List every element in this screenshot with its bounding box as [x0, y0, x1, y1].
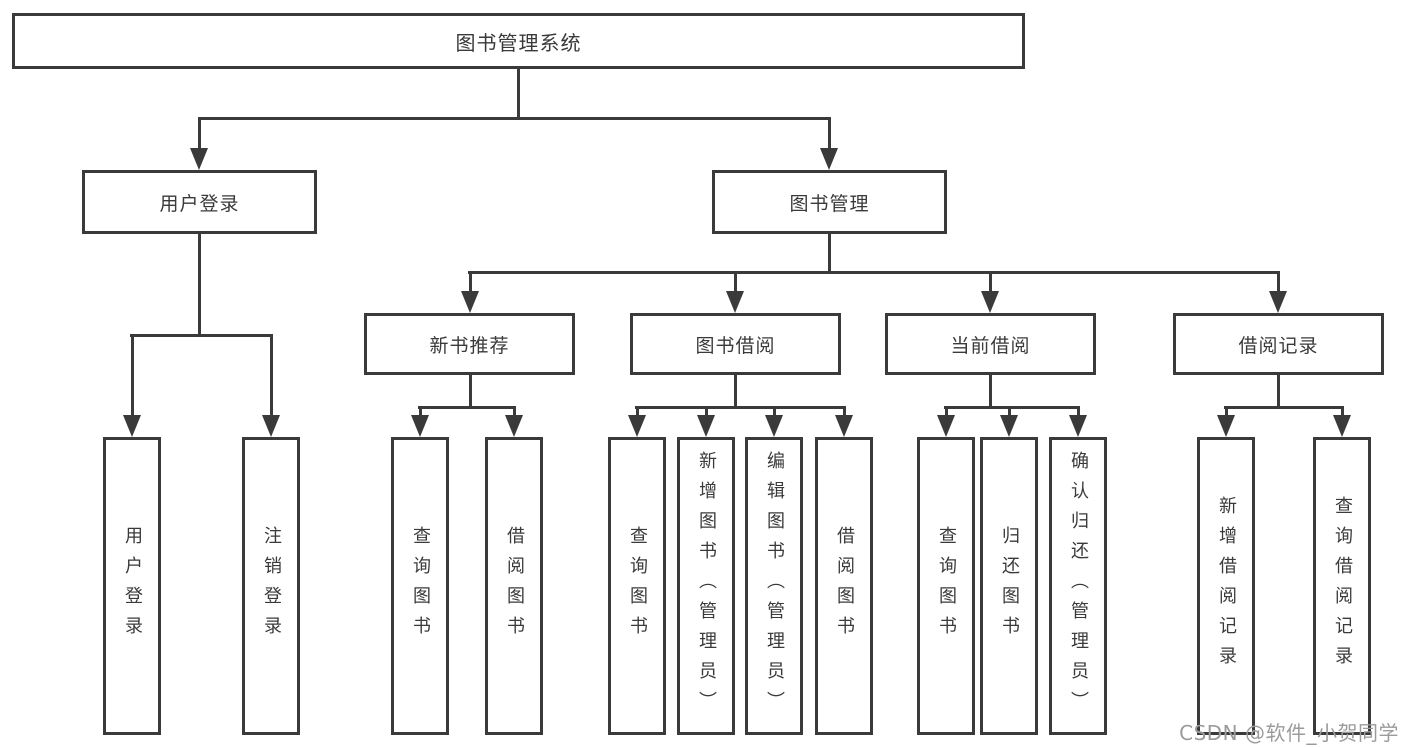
- arrow-down-icon: [1069, 415, 1087, 437]
- connector-line-vertical: [704, 406, 708, 418]
- arrow-down-icon: [835, 415, 853, 437]
- arrow-down-icon: [1217, 415, 1235, 437]
- node-leaf-add-borrow-record: 新增借阅记录: [1197, 437, 1255, 735]
- connector-line-vertical: [988, 271, 992, 295]
- node-label: 图书管理: [789, 192, 870, 215]
- node-label: 用户登录: [159, 192, 240, 215]
- node-label: 编辑图书（管理员）: [764, 451, 785, 721]
- connector-line-vertical: [944, 406, 948, 418]
- node-leaf-borrow-book-recommend: 借阅图书: [485, 437, 543, 735]
- arrow-down-icon: [123, 415, 141, 437]
- arrow-down-icon: [628, 415, 646, 437]
- connector-line-vertical: [418, 406, 422, 418]
- node-label: 新增借阅记录: [1216, 496, 1237, 676]
- connector-line-vertical: [1224, 406, 1228, 418]
- connector-line-vertical: [1277, 271, 1280, 295]
- node-label: 借阅图书: [504, 526, 525, 646]
- node-book-management: 图书管理: [712, 170, 947, 234]
- arrow-down-icon: [726, 291, 744, 313]
- node-label: 借阅记录: [1238, 334, 1319, 357]
- node-leaf-confirm-return-admin: 确认归还（管理员）: [1049, 437, 1107, 735]
- connector-line-vertical: [468, 375, 472, 409]
- connector-line-vertical: [988, 375, 992, 409]
- connector-line-vertical: [842, 406, 846, 418]
- arrow-down-icon: [937, 415, 955, 437]
- watermark: CSDN @软件_小贺同学: [1179, 721, 1399, 745]
- node-root-system: 图书管理系统: [12, 13, 1025, 69]
- node-label: 图书借阅: [695, 334, 776, 357]
- connector-line-horizontal: [468, 271, 1280, 274]
- node-borrow-records: 借阅记录: [1173, 313, 1384, 375]
- connector-line-vertical: [1277, 375, 1280, 409]
- node-book-borrow: 图书借阅: [630, 313, 841, 375]
- node-label: 用户登录: [122, 526, 143, 646]
- node-leaf-query-book-borrow: 查询图书: [608, 437, 666, 735]
- arrow-down-icon: [262, 415, 280, 437]
- connector-line-vertical: [517, 69, 520, 119]
- arrow-down-icon: [820, 148, 838, 170]
- node-label: 查询图书: [627, 526, 648, 646]
- connector-line-vertical: [468, 271, 472, 295]
- node-label: 查询图书: [936, 526, 957, 646]
- connector-line-vertical: [733, 375, 737, 409]
- node-leaf-query-book-recommend: 查询图书: [391, 437, 449, 735]
- node-label: 新增图书（管理员）: [696, 451, 717, 721]
- connector-line-horizontal: [1224, 406, 1344, 409]
- node-label: 图书管理系统: [455, 30, 582, 55]
- connector-line-vertical: [269, 334, 273, 419]
- node-current-borrow: 当前借阅: [885, 313, 1096, 375]
- connector-line-vertical: [733, 271, 737, 295]
- node-leaf-query-borrow-record: 查询借阅记录: [1313, 437, 1371, 735]
- arrow-down-icon: [1333, 415, 1351, 437]
- connector-line-vertical: [1340, 406, 1344, 418]
- arrow-down-icon: [1000, 415, 1018, 437]
- node-label: 归还图书: [999, 526, 1020, 646]
- connector-line-vertical: [827, 234, 831, 274]
- node-leaf-logout: 注销登录: [242, 437, 300, 735]
- connector-line-vertical: [827, 117, 831, 154]
- arrow-down-icon: [1269, 291, 1287, 313]
- connector-line-vertical: [130, 334, 134, 419]
- node-label: 查询借阅记录: [1332, 496, 1353, 676]
- node-label: 新书推荐: [429, 334, 510, 357]
- connector-line-vertical: [772, 406, 776, 418]
- node-label: 注销登录: [261, 526, 282, 646]
- connector-line-horizontal: [418, 406, 516, 409]
- node-label: 查询图书: [410, 526, 431, 646]
- connector-line-vertical: [1007, 406, 1011, 418]
- connector-line-vertical: [1076, 406, 1080, 418]
- node-leaf-user-login: 用户登录: [103, 437, 161, 735]
- node-leaf-return-book: 归还图书: [980, 437, 1038, 735]
- node-label: 借阅图书: [834, 526, 855, 646]
- arrow-down-icon: [190, 148, 208, 170]
- connector-line-vertical: [197, 117, 201, 154]
- connector-line-horizontal: [130, 334, 273, 337]
- node-label: 当前借阅: [950, 334, 1031, 357]
- connector-line-vertical: [197, 234, 201, 337]
- node-label: 确认归还（管理员）: [1068, 451, 1089, 721]
- node-new-book-recommend: 新书推荐: [364, 313, 575, 375]
- connector-line-horizontal: [635, 406, 845, 409]
- connector-line-horizontal: [198, 117, 831, 120]
- node-user-login: 用户登录: [82, 170, 317, 234]
- connector-line-vertical: [512, 406, 516, 418]
- arrow-down-icon: [411, 415, 429, 437]
- node-leaf-borrow-book: 借阅图书: [815, 437, 873, 735]
- arrow-down-icon: [981, 291, 999, 313]
- arrow-down-icon: [505, 415, 523, 437]
- node-leaf-edit-book-admin: 编辑图书（管理员）: [745, 437, 803, 735]
- arrow-down-icon: [765, 415, 783, 437]
- node-leaf-query-book-current: 查询图书: [917, 437, 975, 735]
- connector-line-vertical: [635, 406, 639, 418]
- arrow-down-icon: [461, 291, 479, 313]
- connector-line-horizontal: [944, 406, 1079, 409]
- node-leaf-add-book-admin: 新增图书（管理员）: [677, 437, 735, 735]
- arrow-down-icon: [697, 415, 715, 437]
